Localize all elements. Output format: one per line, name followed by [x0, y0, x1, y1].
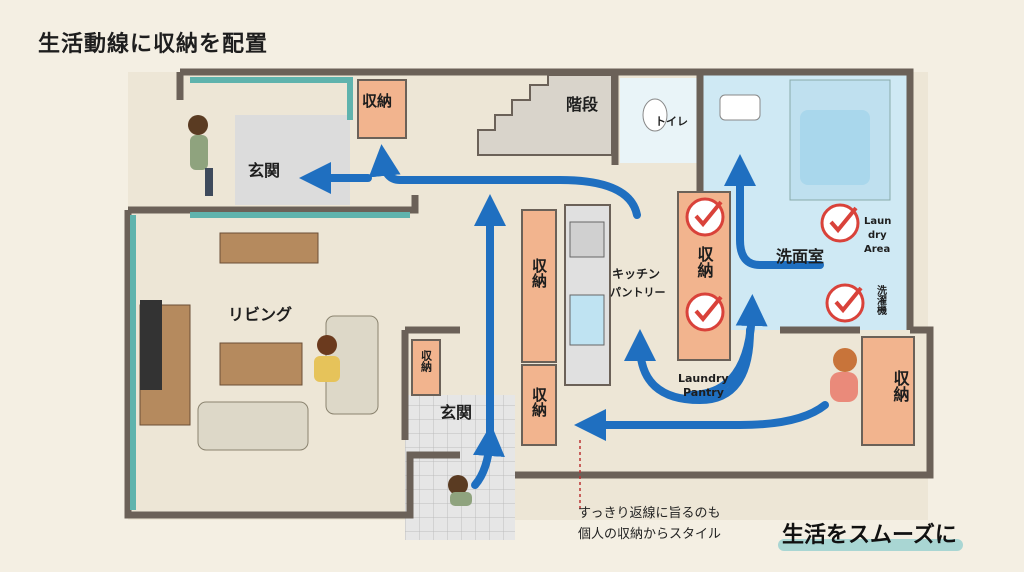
label-laundry-area-2: dry: [868, 230, 887, 241]
label-kitchen: キッチン: [612, 267, 660, 281]
person-icons: [188, 115, 858, 506]
person-icon: [448, 475, 472, 506]
person-icon: [314, 335, 340, 382]
furniture: [139, 94, 761, 451]
person-icon: [830, 348, 858, 402]
check-icons: [685, 197, 865, 332]
label-living: リビング: [228, 305, 292, 324]
flow-arrows: [299, 144, 829, 489]
page-title: 生活動線に収納を配置: [38, 32, 269, 57]
note-line-2: 個人の収納からスタイル: [578, 527, 722, 542]
label-stairs: 階段: [566, 95, 599, 114]
check-icon: [825, 283, 865, 323]
arrow-to-kitchen: [574, 401, 829, 441]
check-icon: [685, 292, 725, 332]
tagline: 生活をスムーズに: [778, 517, 963, 551]
label-washroom: 洗面室: [776, 247, 824, 266]
check-icon: [685, 197, 725, 237]
teal-walls: [130, 77, 410, 510]
arrow-loop-up: [686, 294, 768, 399]
note-text: すっきり返線に旨るのも 個人の収納からスタイル: [578, 503, 721, 545]
label-laundry-area-1: Laun: [864, 216, 891, 227]
label-laundry-pantry-1: Laundry: [678, 372, 729, 385]
note-line-1: すっきり返線に旨るのも: [578, 506, 721, 521]
arrow-entrance-bottom: [471, 424, 505, 489]
label-laundry-area-3: Area: [864, 244, 890, 255]
storage-pantry: 収納: [695, 246, 714, 279]
arrow-to-storage-top: [368, 144, 641, 219]
storage-kitchen-upper: 収納: [530, 257, 548, 289]
label-pantry: パントリー: [610, 286, 666, 299]
label-toilet: トイレ: [655, 115, 688, 128]
storage-top-entry: 収納: [362, 92, 392, 110]
arrow-to-bath: [724, 154, 824, 269]
label-washer: 洗濯機: [875, 284, 887, 316]
arrow-loop-pantry: [624, 326, 754, 405]
label-entrance-top: 玄関: [248, 161, 280, 180]
storage-kitchen-lower: 収納: [530, 386, 548, 418]
storage-right: 収納: [891, 370, 910, 403]
check-icon: [820, 203, 860, 243]
label-laundry-pantry-2: Pantry: [683, 386, 724, 399]
tagline-text: 生活をスムーズに: [782, 523, 957, 548]
storage-small-entry: 収納: [420, 350, 433, 373]
label-entrance-bottom: 玄関: [440, 403, 472, 422]
person-icon: [188, 115, 213, 196]
